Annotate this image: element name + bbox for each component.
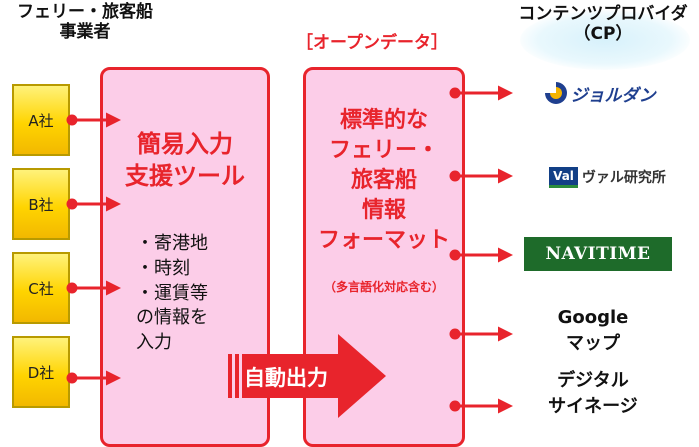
provider-navitime-name: NAVITIME — [545, 244, 651, 264]
arrow-a-dot — [66, 114, 78, 126]
company-a-label: A社 — [28, 111, 54, 130]
open-data-title-line2: フェリー・ — [328, 137, 439, 163]
providers-header: コンテンツプロバイダ （CP） — [505, 4, 699, 45]
company-c-label: C社 — [28, 279, 54, 298]
providers-header-line1: コンテンツプロバイダ — [518, 4, 688, 24]
input-tool-items: ・寄港地 ・時刻 ・運賃等 の情報を 入力 — [136, 232, 208, 356]
company-a: A社 — [12, 84, 70, 156]
providers-header-glow — [520, 10, 690, 70]
company-d: D社 — [12, 336, 70, 408]
arrow-c-dot — [66, 282, 78, 294]
company-b-label: B社 — [28, 195, 54, 214]
open-data-title-line5: フォーマット — [317, 227, 450, 253]
jorudan-logo-icon — [544, 82, 567, 104]
providers-header-line2: （CP） — [573, 24, 633, 45]
input-tool-title: 簡易入力 支援ツール — [103, 128, 267, 193]
val-logo-text: Val — [553, 168, 574, 183]
auto-output-arrow — [228, 334, 386, 418]
company-c: C社 — [12, 252, 70, 324]
val-logo-icon: Val — [549, 166, 578, 188]
operators-header-line1: フェリー・旅客船 — [17, 2, 153, 22]
operators-header: フェリー・旅客船 事業者 — [0, 2, 170, 43]
provider-navitime: NAVITIME — [524, 237, 672, 271]
arrow-d-dot — [66, 372, 78, 384]
input-tool-title-line2: 支援ツール — [125, 162, 245, 191]
open-data-title-line3: 旅客船 — [350, 167, 417, 193]
provider-val: Val ヴァル研究所 — [520, 162, 695, 192]
company-b: B社 — [12, 168, 70, 240]
open-data-note: （多言語化対応含む） — [323, 280, 444, 294]
flow-arrows — [66, 85, 513, 418]
input-item-enter: 入力 — [136, 332, 172, 354]
open-data-title-line1: 標準的な — [339, 108, 428, 133]
input-item-port: ・寄港地 — [136, 233, 208, 254]
provider-val-name: ヴァル研究所 — [581, 170, 666, 186]
open-data-title: 標準的な フェリー・ 旅客船 情報 フォーマット — [305, 106, 463, 256]
provider-jorudan-name: ジョルダン — [570, 85, 656, 106]
company-d-label: D社 — [27, 363, 55, 382]
input-item-fare: ・運賃等 — [136, 282, 208, 304]
input-tool-title-line1: 簡易入力 — [137, 130, 233, 158]
provider-jorudan: ジョルダン — [520, 78, 680, 108]
operators-header-line2: 事業者 — [59, 22, 111, 43]
input-item-time: ・時刻 — [136, 257, 190, 279]
provider-digital-signage: デジタル サイネージ — [548, 370, 638, 418]
open-data-title-line4: 情報 — [361, 197, 406, 223]
arrow-b-dot — [66, 198, 78, 210]
input-item-info: の情報を — [136, 307, 208, 329]
provider-google-maps: Google マップ — [557, 307, 629, 355]
open-data-label: ［オープンデータ］ — [296, 33, 448, 53]
auto-output-label: 自動出力 — [244, 366, 328, 390]
input-tool-panel — [100, 67, 270, 447]
